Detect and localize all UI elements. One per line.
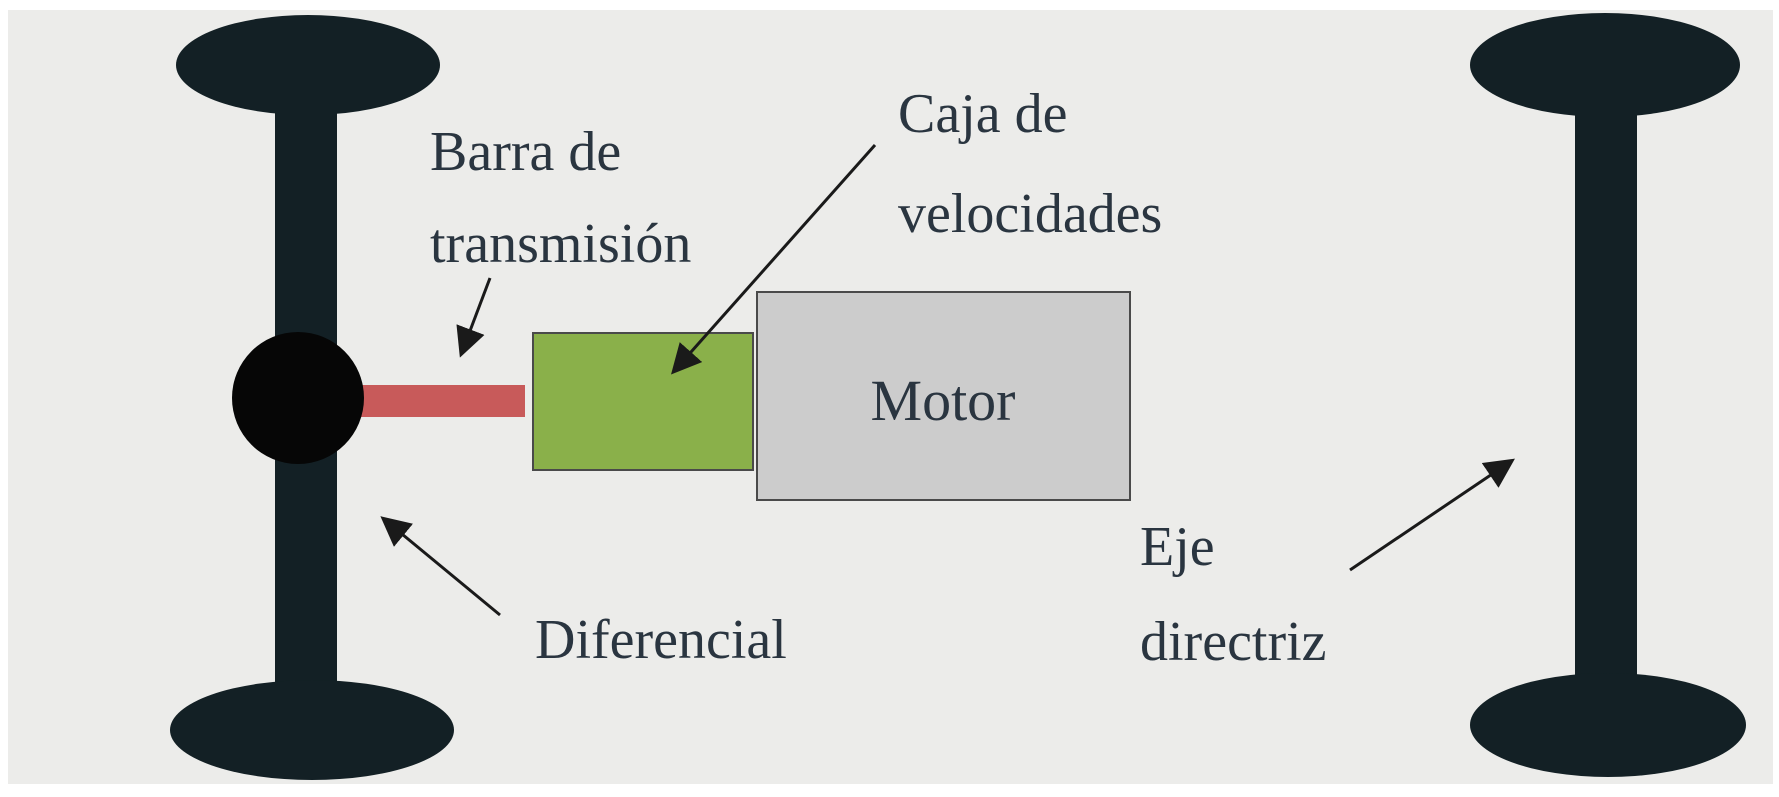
drive-shaft bbox=[355, 385, 525, 417]
engine bbox=[756, 291, 1131, 501]
rear-left-top-wheel bbox=[176, 15, 440, 115]
gearbox-label: Caja de velocidades bbox=[898, 83, 1162, 245]
gearbox bbox=[532, 332, 754, 471]
steering-axle-arrow bbox=[1349, 458, 1515, 572]
rear-left-bottom-wheel bbox=[170, 680, 454, 780]
steering-axle-label: Eje directriz bbox=[1140, 516, 1327, 673]
differential-arrow bbox=[380, 516, 501, 617]
differential-label: Diferencial bbox=[535, 609, 787, 671]
front-right-bottom-wheel bbox=[1470, 673, 1746, 777]
front-axle-shaft bbox=[1575, 110, 1637, 680]
differential bbox=[232, 332, 364, 464]
drive-shaft-arrow bbox=[456, 277, 492, 358]
gearbox-arrow bbox=[671, 144, 877, 375]
front-right-top-wheel bbox=[1470, 13, 1740, 117]
engine-label: Motor bbox=[871, 368, 1016, 433]
drive-shaft-label: Barra de transmisión bbox=[430, 121, 691, 275]
front-axle bbox=[1470, 13, 1746, 777]
